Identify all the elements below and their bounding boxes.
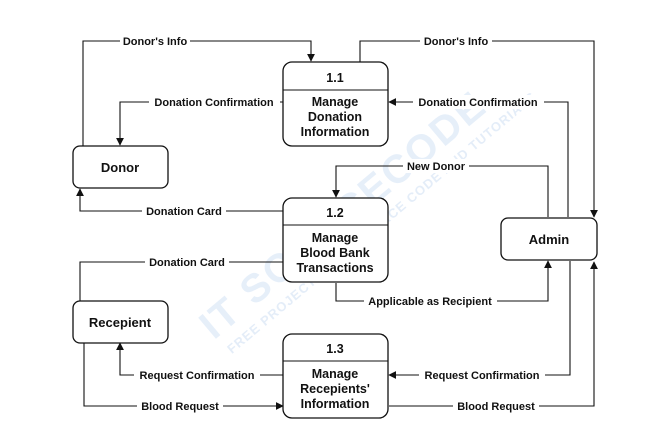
label-donation-confirmation-left: Donation Confirmation xyxy=(154,97,273,109)
label-donation-confirmation-right: Donation Confirmation xyxy=(418,97,537,109)
process-1-3[interactable]: 1.3 Manage Recepients' Information xyxy=(282,333,389,419)
process-1-3-id: 1.3 xyxy=(326,342,343,356)
label-new-donor: New Donor xyxy=(407,161,466,173)
process-1-2-id: 1.2 xyxy=(326,206,343,220)
process-1-2-line-3: Transactions xyxy=(296,261,373,275)
label-donation-card-recipient: Donation Card xyxy=(149,257,225,269)
entity-recipient[interactable]: Recepient xyxy=(72,300,169,344)
entity-admin[interactable]: Admin xyxy=(500,217,598,261)
process-1-1-id: 1.1 xyxy=(326,71,343,85)
label-donation-card-donor: Donation Card xyxy=(146,206,222,218)
label-donor-info-left: Donor's Info xyxy=(123,36,188,48)
label-donor-info-right: Donor's Info xyxy=(424,36,489,48)
label-blood-request-left: Blood Request xyxy=(141,401,219,413)
label-blood-request-right: Blood Request xyxy=(457,401,535,413)
process-1-1-line-1: Manage xyxy=(312,95,359,109)
entity-admin-label: Admin xyxy=(529,232,570,247)
flow-blood-request-to-admin xyxy=(389,261,598,407)
process-1-3-line-1: Manage xyxy=(312,367,359,381)
process-1-2[interactable]: 1.2 Manage Blood Bank Transactions xyxy=(282,197,389,283)
process-1-3-line-3: Information xyxy=(301,397,370,411)
process-1-3-line-2: Recepients' xyxy=(300,382,370,396)
process-1-1[interactable]: 1.1 Manage Donation Information xyxy=(282,61,389,147)
flow-request-confirmation-to-p3 xyxy=(388,261,571,379)
label-request-confirmation-left: Request Confirmation xyxy=(140,370,255,382)
entity-donor-label: Donor xyxy=(101,160,139,175)
process-1-1-line-2: Donation xyxy=(308,110,362,124)
process-1-2-line-1: Manage xyxy=(312,231,359,245)
process-1-2-line-2: Blood Bank xyxy=(300,246,369,260)
entity-donor[interactable]: Donor xyxy=(72,145,169,189)
entity-recipient-label: Recepient xyxy=(89,315,152,330)
label-applicable-as-recipient: Applicable as Recipient xyxy=(368,296,492,308)
flow-donor-info-to-p1 xyxy=(82,40,315,147)
label-request-confirmation-right: Request Confirmation xyxy=(425,370,540,382)
process-1-1-line-3: Information xyxy=(301,125,370,139)
flow-labels: Donor's Info Donor's Info Donation Confi… xyxy=(120,34,545,413)
